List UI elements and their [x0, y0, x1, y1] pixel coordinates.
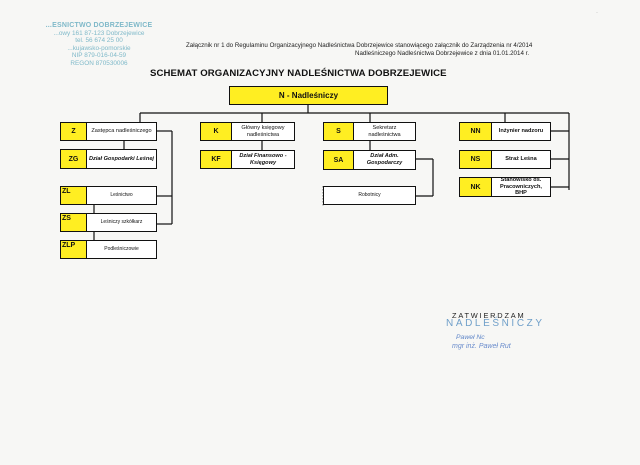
unit-z-box: Z Zastępca nadleśniczego	[60, 122, 157, 141]
unit-nk-box: NK Stanowisko ds. Pracowniczych, BHP	[459, 177, 551, 197]
unit-zlp-box: ZLP Podleśniczowie	[60, 240, 157, 259]
unit-label: Leśniczy szkółkarz	[100, 219, 143, 226]
stamp-line: ...ESNICTWO DOBRZEJEWICE	[45, 22, 153, 29]
unit-label: Straż Leśna	[505, 156, 537, 163]
unit-label: Stanowisko ds. Pracowniczych, BHP	[500, 177, 542, 197]
corner-mark: ·	[596, 10, 598, 16]
unit-zl-box: ZL Leśnictwo	[60, 186, 157, 205]
header-line-2: Nadleśniczego Nadleśnictwa Dobrzejewice …	[355, 50, 530, 57]
stamp-line: tel. 56 674 25 00	[75, 37, 123, 45]
unit-code: ZLP	[61, 241, 87, 258]
unit-label: Podleśniczowie	[104, 246, 139, 253]
unit-label: Sekretarz nadleśnictwa	[368, 124, 401, 138]
approval-name-stamp: mgr inż. Paweł Rut	[452, 343, 511, 350]
unit-code: S	[324, 123, 354, 140]
unit-label: Dział Gospodarki Leśnej	[89, 155, 154, 162]
unit-s-box: S Sekretarz nadleśnictwa	[323, 122, 416, 141]
approval-heading: ZATWIERDZAM	[452, 311, 526, 320]
unit-code: NS	[460, 151, 492, 168]
page-title: SCHEMAT ORGANIZACYJNY NADLEŚNICTWA DOBRZ…	[150, 68, 447, 79]
director-box: N - Nadleśniczy	[229, 86, 388, 105]
address-stamp: ...ESNICTWO DOBRZEJEWICE ...owy 161 87-1…	[44, 22, 154, 68]
unit-zg-box: ZG Dział Gospodarki Leśnej	[60, 149, 157, 169]
approval-role-stamp: NADLEŚNICZY	[446, 318, 545, 329]
unit-code: K	[201, 123, 232, 140]
unit-label: Inżynier nadzoru	[498, 128, 544, 135]
unit-label: Zastępca nadleśniczego	[91, 128, 152, 135]
unit-code: NK	[460, 178, 492, 196]
header-line-1: Załącznik nr 1 do Regulaminu Organizacyj…	[186, 42, 533, 49]
unit-nn-box: NN Inżynier nadzoru	[459, 122, 551, 141]
unit-ns-box: NS Straż Leśna	[459, 150, 551, 169]
unit-label: Dział Adm. Gospodarczy	[366, 153, 403, 166]
unit-label: Leśnictwo	[110, 192, 133, 199]
unit-label: Robotnicy	[358, 192, 381, 199]
unit-code: ZG	[61, 150, 87, 168]
unit-code: Z	[61, 123, 87, 140]
unit-k-box: K Główny księgowy nadleśnictwa	[200, 122, 295, 141]
unit-code: NN	[460, 123, 492, 140]
unit-zs-box: ZS Leśniczy szkółkarz	[60, 213, 157, 232]
unit-code: KF	[201, 151, 232, 168]
stamp-line: REGON 870530006	[70, 59, 128, 67]
stamp-line: ...owy 161 87-123 Dobrzejewice	[53, 29, 145, 37]
unit-code: ZS	[61, 214, 87, 231]
unit-robotnicy-box: Robotnicy	[323, 186, 416, 205]
unit-code: ZL	[61, 187, 87, 204]
stamp-line: NIP 879-016-04-59	[71, 52, 127, 60]
unit-code: SA	[324, 151, 354, 169]
unit-kf-box: KF Dział Finansowo - Księgowy	[200, 150, 295, 169]
unit-label: Główny księgowy nadleśnictwa	[241, 124, 285, 138]
handwritten-signature: Paweł Nc	[456, 334, 485, 341]
stamp-line: ...kujawsko-pomorskie	[67, 44, 131, 52]
unit-sa-box: SA Dział Adm. Gospodarczy	[323, 150, 416, 170]
unit-label: Dział Finansowo - Księgowy	[239, 152, 287, 166]
